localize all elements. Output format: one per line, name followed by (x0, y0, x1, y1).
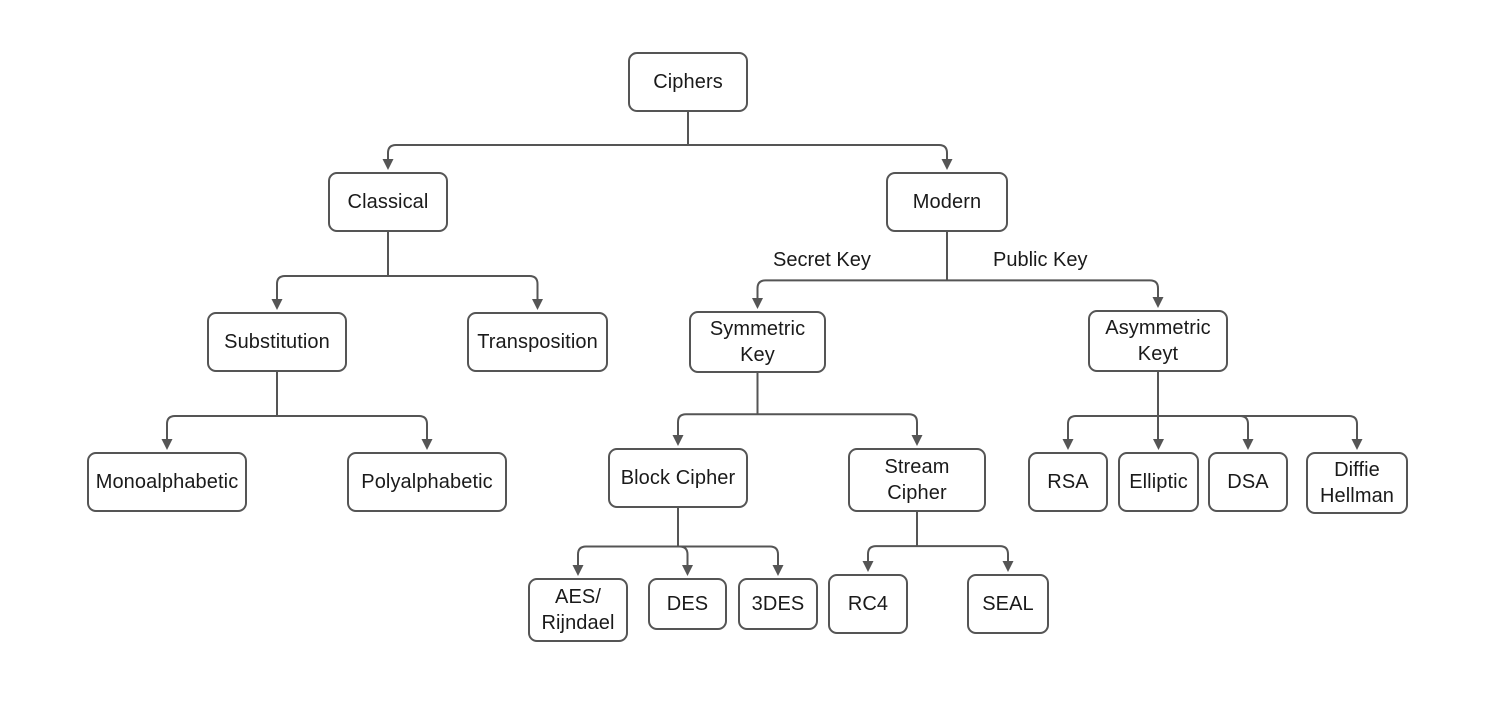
node-ciphers[interactable]: Ciphers (628, 52, 748, 112)
arrowhead (161, 439, 173, 450)
node-dsa[interactable]: DSA (1208, 452, 1288, 512)
edge-ciphers-to-modern (688, 144, 953, 170)
edge-asymmetric-to-rsa (1062, 415, 1158, 450)
node-rsa[interactable]: RSA (1028, 452, 1108, 512)
arrowhead (532, 299, 543, 310)
arrowhead (382, 159, 394, 170)
edge-asymmetric-to-dsa (1158, 415, 1254, 450)
arrowhead (1002, 561, 1014, 572)
arrowhead (1351, 439, 1363, 450)
node-tripledes[interactable]: 3DES (738, 578, 818, 630)
edge-modern-to-symmetric (752, 279, 947, 309)
edge-symmetric-to-streamcipher (757, 413, 923, 446)
arrowhead (941, 159, 953, 170)
edge-blockcipher-to-aes (572, 545, 678, 576)
node-diffie[interactable]: Diffie Hellman (1306, 452, 1408, 514)
edge-substitution-to-monoalphabetic (161, 415, 277, 450)
arrowhead (1152, 297, 1164, 308)
edge-symmetric-to-blockcipher (672, 413, 758, 446)
node-rc4[interactable]: RC4 (828, 574, 908, 634)
edge-blockcipher-to-tripledes (678, 545, 784, 576)
arrowhead (421, 439, 433, 450)
arrowhead (572, 565, 584, 576)
arrowhead (1062, 439, 1074, 450)
node-aes[interactable]: AES/ Rijndael (528, 578, 628, 642)
edge-label-secret-key: Secret Key (773, 249, 871, 271)
arrowhead (772, 565, 784, 576)
arrowhead (682, 565, 693, 576)
arrowhead (271, 299, 283, 310)
edge-asymmetric-to-elliptic (1153, 416, 1164, 450)
node-transposition[interactable]: Transposition (467, 312, 608, 372)
node-modern[interactable]: Modern (886, 172, 1008, 232)
edge-streamcipher-to-seal (917, 545, 1014, 572)
node-substitution[interactable]: Substitution (207, 312, 347, 372)
arrowhead (911, 435, 923, 446)
edge-ciphers-to-classical (382, 144, 688, 170)
edge-substitution-to-polyalphabetic (277, 415, 433, 450)
edge-asymmetric-to-diffie (1158, 415, 1363, 450)
edge-streamcipher-to-rc4 (862, 545, 917, 572)
arrowhead (1153, 439, 1164, 450)
arrowhead (672, 435, 684, 446)
edge-modern-to-asymmetric (947, 279, 1164, 308)
edge-blockcipher-to-des (678, 545, 693, 576)
node-symmetric[interactable]: Symmetric Key (689, 311, 826, 373)
node-streamcipher[interactable]: Stream Cipher (848, 448, 986, 512)
edge-label-public-key: Public Key (993, 249, 1088, 271)
arrowhead (752, 298, 763, 309)
node-polyalphabetic[interactable]: Polyalphabetic (347, 452, 507, 512)
node-classical[interactable]: Classical (328, 172, 448, 232)
node-elliptic[interactable]: Elliptic (1118, 452, 1199, 512)
edge-classical-to-transposition (388, 275, 543, 310)
arrowhead (862, 561, 874, 572)
arrowhead (1242, 439, 1254, 450)
node-seal[interactable]: SEAL (967, 574, 1049, 634)
edge-classical-to-substitution (271, 275, 388, 310)
node-des[interactable]: DES (648, 578, 727, 630)
node-blockcipher[interactable]: Block Cipher (608, 448, 748, 508)
node-asymmetric[interactable]: Asymmetric Keyt (1088, 310, 1228, 372)
node-monoalphabetic[interactable]: Monoalphabetic (87, 452, 247, 512)
